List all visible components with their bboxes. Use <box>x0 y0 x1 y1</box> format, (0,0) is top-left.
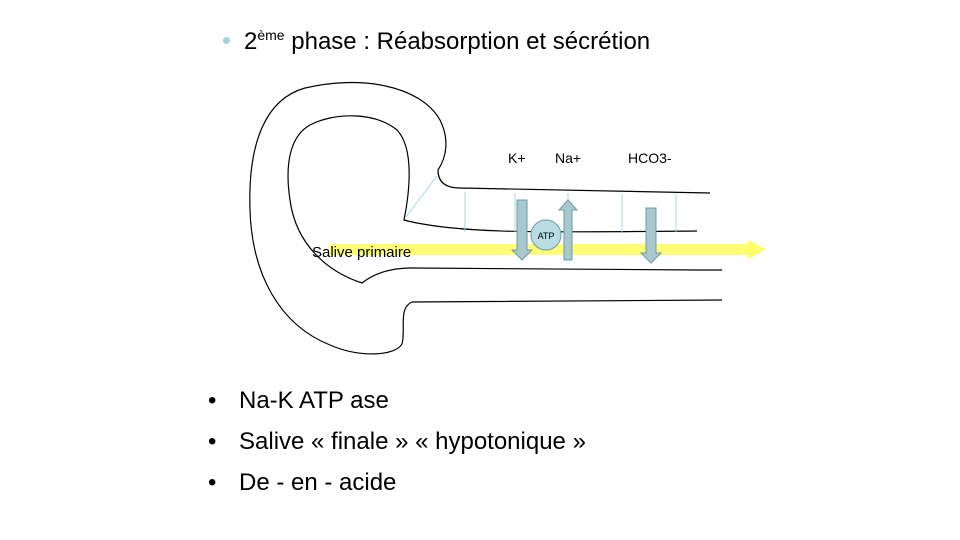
flow-arrow-shaft <box>330 244 750 255</box>
na-arrow-up-icon <box>557 199 579 261</box>
bullet-list: • Na-K ATP ase • Salive « finale » « hypot… <box>208 380 586 503</box>
ion-label-hco3: HCO3- <box>628 150 672 166</box>
k-arrow-down-icon <box>510 199 534 261</box>
list-item: • Na-K ATP ase <box>208 380 586 421</box>
atp-pump: ATP <box>530 219 562 251</box>
title-bullet-icon <box>223 37 230 45</box>
hco3-transport-arrow <box>639 207 663 264</box>
flow-arrow-head <box>748 240 766 259</box>
bullet-marker: • <box>208 428 217 455</box>
ion-label-na: Na+ <box>555 150 581 166</box>
cell-boundary <box>404 175 438 219</box>
k-transport-arrow <box>510 199 534 261</box>
title-text: phase : Réabsorption et sécrétion <box>284 28 651 55</box>
bullet-marker: • <box>208 387 217 414</box>
title-number: 2 <box>244 28 258 55</box>
bullet-marker: • <box>208 469 217 496</box>
list-item-text: De - en - acide <box>239 469 397 496</box>
ion-label-k: K+ <box>508 150 526 166</box>
na-transport-arrow <box>557 199 579 261</box>
atp-pump-circle-icon <box>530 219 562 251</box>
saliva-flow-arrow <box>330 240 766 259</box>
hco3-arrow-down-icon <box>639 207 663 264</box>
slide-title: 2ème phase : Réabsorption et sécrétion <box>223 26 650 58</box>
flow-label: Salive primaire <box>312 244 411 261</box>
list-item: • Salive « finale » « hypotonique » <box>208 421 586 462</box>
title-superscript: ème <box>257 27 285 43</box>
atp-pump-label: ATP <box>538 231 555 241</box>
duct-inner-wall <box>287 115 698 284</box>
duct-outer-wall <box>249 81 723 355</box>
list-item-text: Salive « finale » « hypotonique » <box>239 428 586 455</box>
list-item: • De - en - acide <box>208 462 586 503</box>
list-item-text: Na-K ATP ase <box>239 387 389 414</box>
